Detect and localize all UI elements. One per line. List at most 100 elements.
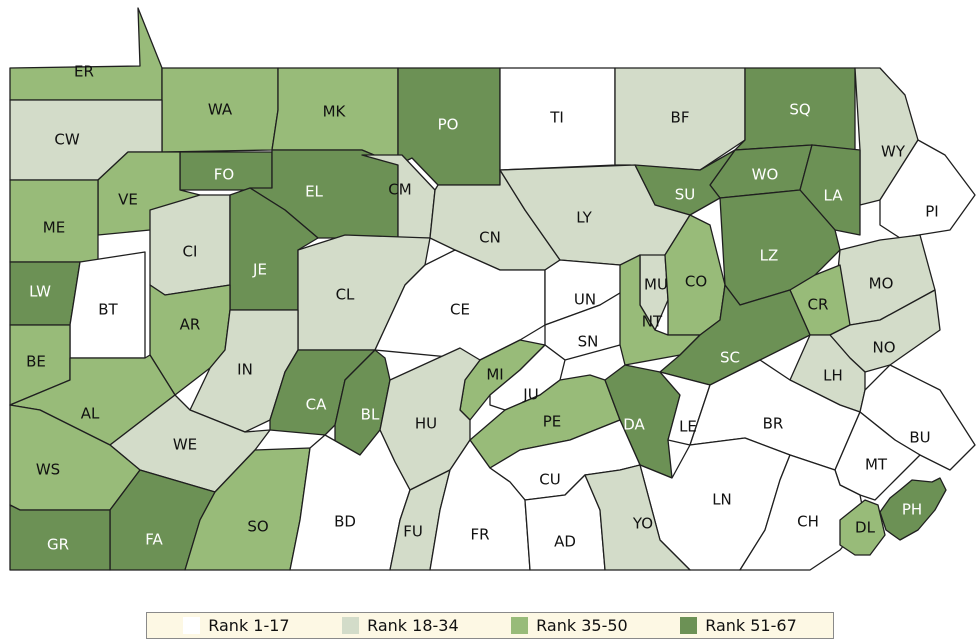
county-label-mk: MK — [323, 103, 347, 121]
county-nt — [619, 254, 701, 366]
county-label-cn: CN — [479, 229, 501, 247]
county-label-ve: VE — [118, 191, 138, 209]
county-label-sn: SN — [578, 333, 599, 351]
county-shape-la — [799, 144, 861, 236]
county-label-be: BE — [26, 353, 46, 371]
county-label-bd: BD — [334, 513, 356, 531]
county-label-wy: WY — [881, 143, 906, 161]
county-map: ER WA MK PO TI BF SQ WY CW FO EL CM WO LA SU PI VE ME CI JE… — [9, 7, 976, 571]
county-label-so: SO — [247, 518, 268, 536]
county-label-fu: FU — [403, 523, 423, 541]
county-label-ws: WS — [36, 461, 60, 479]
legend-item-tier-1: Rank 1-17 — [183, 616, 290, 635]
county-shape-pi — [879, 139, 976, 239]
county-label-ju: JU — [522, 386, 538, 404]
county-label-ln: LN — [712, 491, 732, 509]
county-label-yo: YO — [632, 515, 653, 533]
county-ph — [879, 477, 947, 541]
county-label-pe: PE — [543, 413, 562, 431]
legend-item-tier-3: Rank 35-50 — [511, 616, 628, 635]
county-label-ch: CH — [797, 513, 819, 531]
legend-label: Rank 51-67 — [705, 616, 797, 635]
county-label-cw: CW — [54, 131, 79, 149]
county-label-wo: WO — [752, 166, 779, 184]
county-label-mu: MU — [644, 276, 668, 294]
county-label-sq: SQ — [789, 101, 810, 119]
county-shape-ph — [879, 477, 947, 541]
county-label-co: CO — [685, 273, 707, 291]
county-dl — [839, 499, 886, 556]
legend: Rank 1-17 Rank 18-34 Rank 35-50 Rank 51-67 — [146, 612, 834, 639]
county-label-bf: BF — [671, 109, 690, 127]
county-shape-in — [189, 309, 299, 433]
county-label-ly: LY — [576, 209, 592, 227]
county-in — [189, 309, 299, 433]
legend-label: Rank 1-17 — [208, 616, 290, 635]
county-label-br: BR — [763, 415, 784, 433]
county-label-cr: CR — [808, 296, 829, 314]
county-label-ph: PH — [902, 501, 922, 519]
county-label-ti: TI — [549, 109, 564, 127]
county-label-in: IN — [237, 361, 253, 379]
county-label-bt: BT — [98, 301, 118, 319]
county-label-ci: CI — [183, 243, 198, 261]
county-le — [659, 371, 711, 446]
legend-swatch — [511, 617, 529, 634]
county-shape-le — [659, 371, 711, 446]
county-label-wa: WA — [208, 101, 233, 119]
county-label-bl: BL — [361, 406, 380, 424]
county-label-el: EL — [305, 183, 323, 201]
county-label-ad: AD — [554, 533, 576, 551]
county-la — [799, 144, 861, 236]
county-label-mo: MO — [869, 275, 894, 293]
county-label-me: ME — [43, 219, 65, 237]
county-label-fa: FA — [145, 531, 163, 549]
county-label-fo: FO — [214, 166, 234, 184]
county-label-bu: BU — [909, 429, 930, 447]
county-label-da: DA — [623, 416, 645, 434]
county-label-al: AL — [81, 405, 100, 423]
county-label-cl: CL — [336, 286, 355, 304]
county-label-cu: CU — [539, 471, 560, 489]
county-label-no: NO — [872, 339, 895, 357]
county-label-je: JE — [252, 261, 267, 279]
county-label-mt: MT — [865, 456, 888, 474]
county-er — [9, 7, 163, 101]
county-label-mi: MI — [486, 366, 503, 384]
county-label-sc: SC — [720, 349, 740, 367]
legend-swatch — [680, 617, 698, 634]
county-label-ca: CA — [306, 396, 327, 414]
legend-swatch — [183, 617, 201, 634]
county-shape-yo — [584, 464, 691, 571]
county-shape-nt — [619, 254, 701, 366]
county-label-un: UN — [574, 291, 596, 309]
county-label-er: ER — [74, 63, 94, 81]
county-label-cm: CM — [388, 181, 411, 199]
county-label-lw: LW — [29, 283, 51, 301]
legend-item-tier-2: Rank 18-34 — [342, 616, 459, 635]
county-gr — [9, 504, 111, 571]
legend-label: Rank 18-34 — [367, 616, 459, 635]
county-label-su: SU — [675, 186, 696, 204]
county-label-lz: LZ — [760, 247, 779, 265]
county-shape-dl — [839, 499, 886, 556]
county-label-ce: CE — [450, 301, 470, 319]
county-label-gr: GR — [47, 536, 69, 554]
county-label-po: PO — [438, 116, 459, 134]
legend-label: Rank 35-50 — [536, 616, 628, 635]
county-label-ar: AR — [180, 316, 201, 334]
county-pi — [879, 139, 976, 239]
county-yo — [584, 464, 691, 571]
county-label-we: WE — [173, 436, 197, 454]
county-shape-er — [9, 7, 163, 101]
county-label-pi: PI — [925, 203, 938, 221]
county-map-svg: ER WA MK PO TI BF SQ WY CW FO EL CM WO LA SU PI VE ME CI JE… — [9, 7, 976, 571]
county-label-le: LE — [679, 418, 697, 436]
legend-item-tier-4: Rank 51-67 — [680, 616, 797, 635]
county-label-la: LA — [824, 187, 844, 205]
county-label-dl: DL — [855, 519, 876, 537]
county-shape-gr — [9, 504, 111, 571]
county-label-nt: NT — [642, 313, 663, 331]
county-label-hu: HU — [415, 415, 437, 433]
county-label-lh: LH — [823, 367, 843, 385]
